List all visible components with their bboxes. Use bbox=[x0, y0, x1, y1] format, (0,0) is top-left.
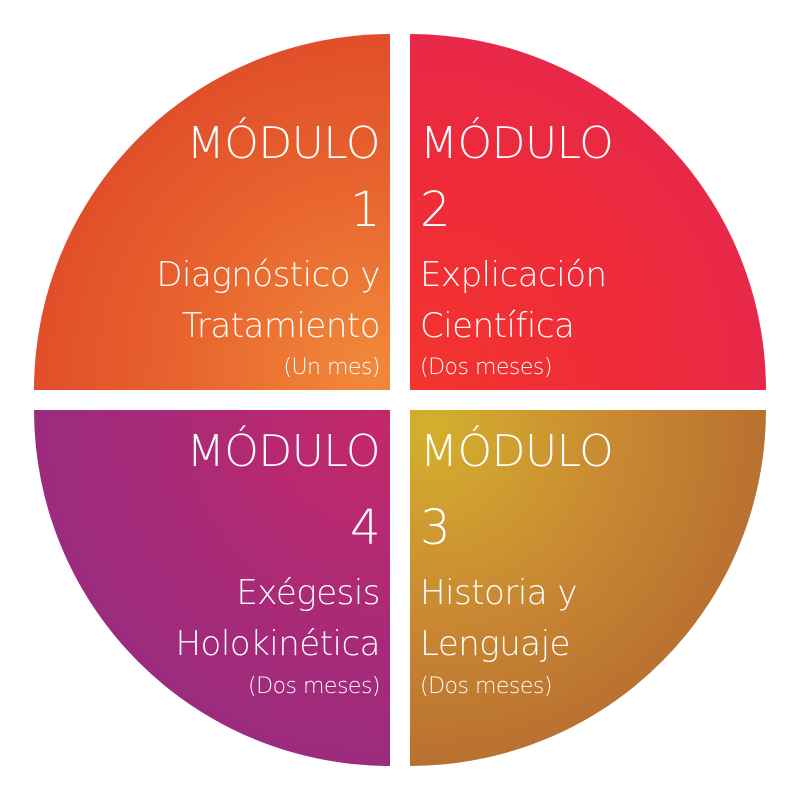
module-3-duration: (Dos meses) bbox=[420, 674, 552, 699]
module-4-quadrant: MÓDULO 4 Exégesis Holokinética (Dos mese… bbox=[34, 410, 390, 766]
module-4-number: 4 bbox=[349, 500, 381, 556]
module-2-title-line1: Explicación bbox=[420, 255, 607, 295]
module-3-number: 3 bbox=[420, 500, 451, 556]
module-3-quadrant: MÓDULO 3 Historia y Lenguaje (Dos meses) bbox=[410, 410, 766, 766]
module-4-heading: MÓDULO bbox=[186, 426, 381, 477]
module-2-title-line2: Científica bbox=[420, 306, 575, 346]
module-1-title-line2: Tratamiento bbox=[181, 306, 381, 346]
module-1-heading: MÓDULO bbox=[186, 118, 381, 169]
module-2-heading: MÓDULO bbox=[420, 118, 614, 169]
module-4-title-line1: Exégesis bbox=[236, 573, 380, 613]
module-3-heading: MÓDULO bbox=[420, 426, 614, 477]
module-2-quadrant: MÓDULO 2 Explicación Científica (Dos mes… bbox=[410, 34, 766, 390]
module-1-duration: (Un mes) bbox=[283, 355, 380, 380]
module-1-number: 1 bbox=[349, 182, 381, 238]
module-4-duration: (Dos meses) bbox=[248, 674, 380, 699]
module-2-number: 2 bbox=[420, 182, 451, 238]
module-4-title-line2: Holokinética bbox=[175, 624, 380, 664]
module-1-title-line1: Diagnóstico y bbox=[156, 255, 380, 295]
module-2-duration: (Dos meses) bbox=[420, 355, 552, 380]
module-1-quadrant: MÓDULO 1 Diagnóstico y Tratamiento (Un m… bbox=[34, 34, 390, 390]
module-3-title-line2: Lenguaje bbox=[420, 624, 570, 664]
module-3-title-line1: Historia y bbox=[420, 573, 578, 613]
